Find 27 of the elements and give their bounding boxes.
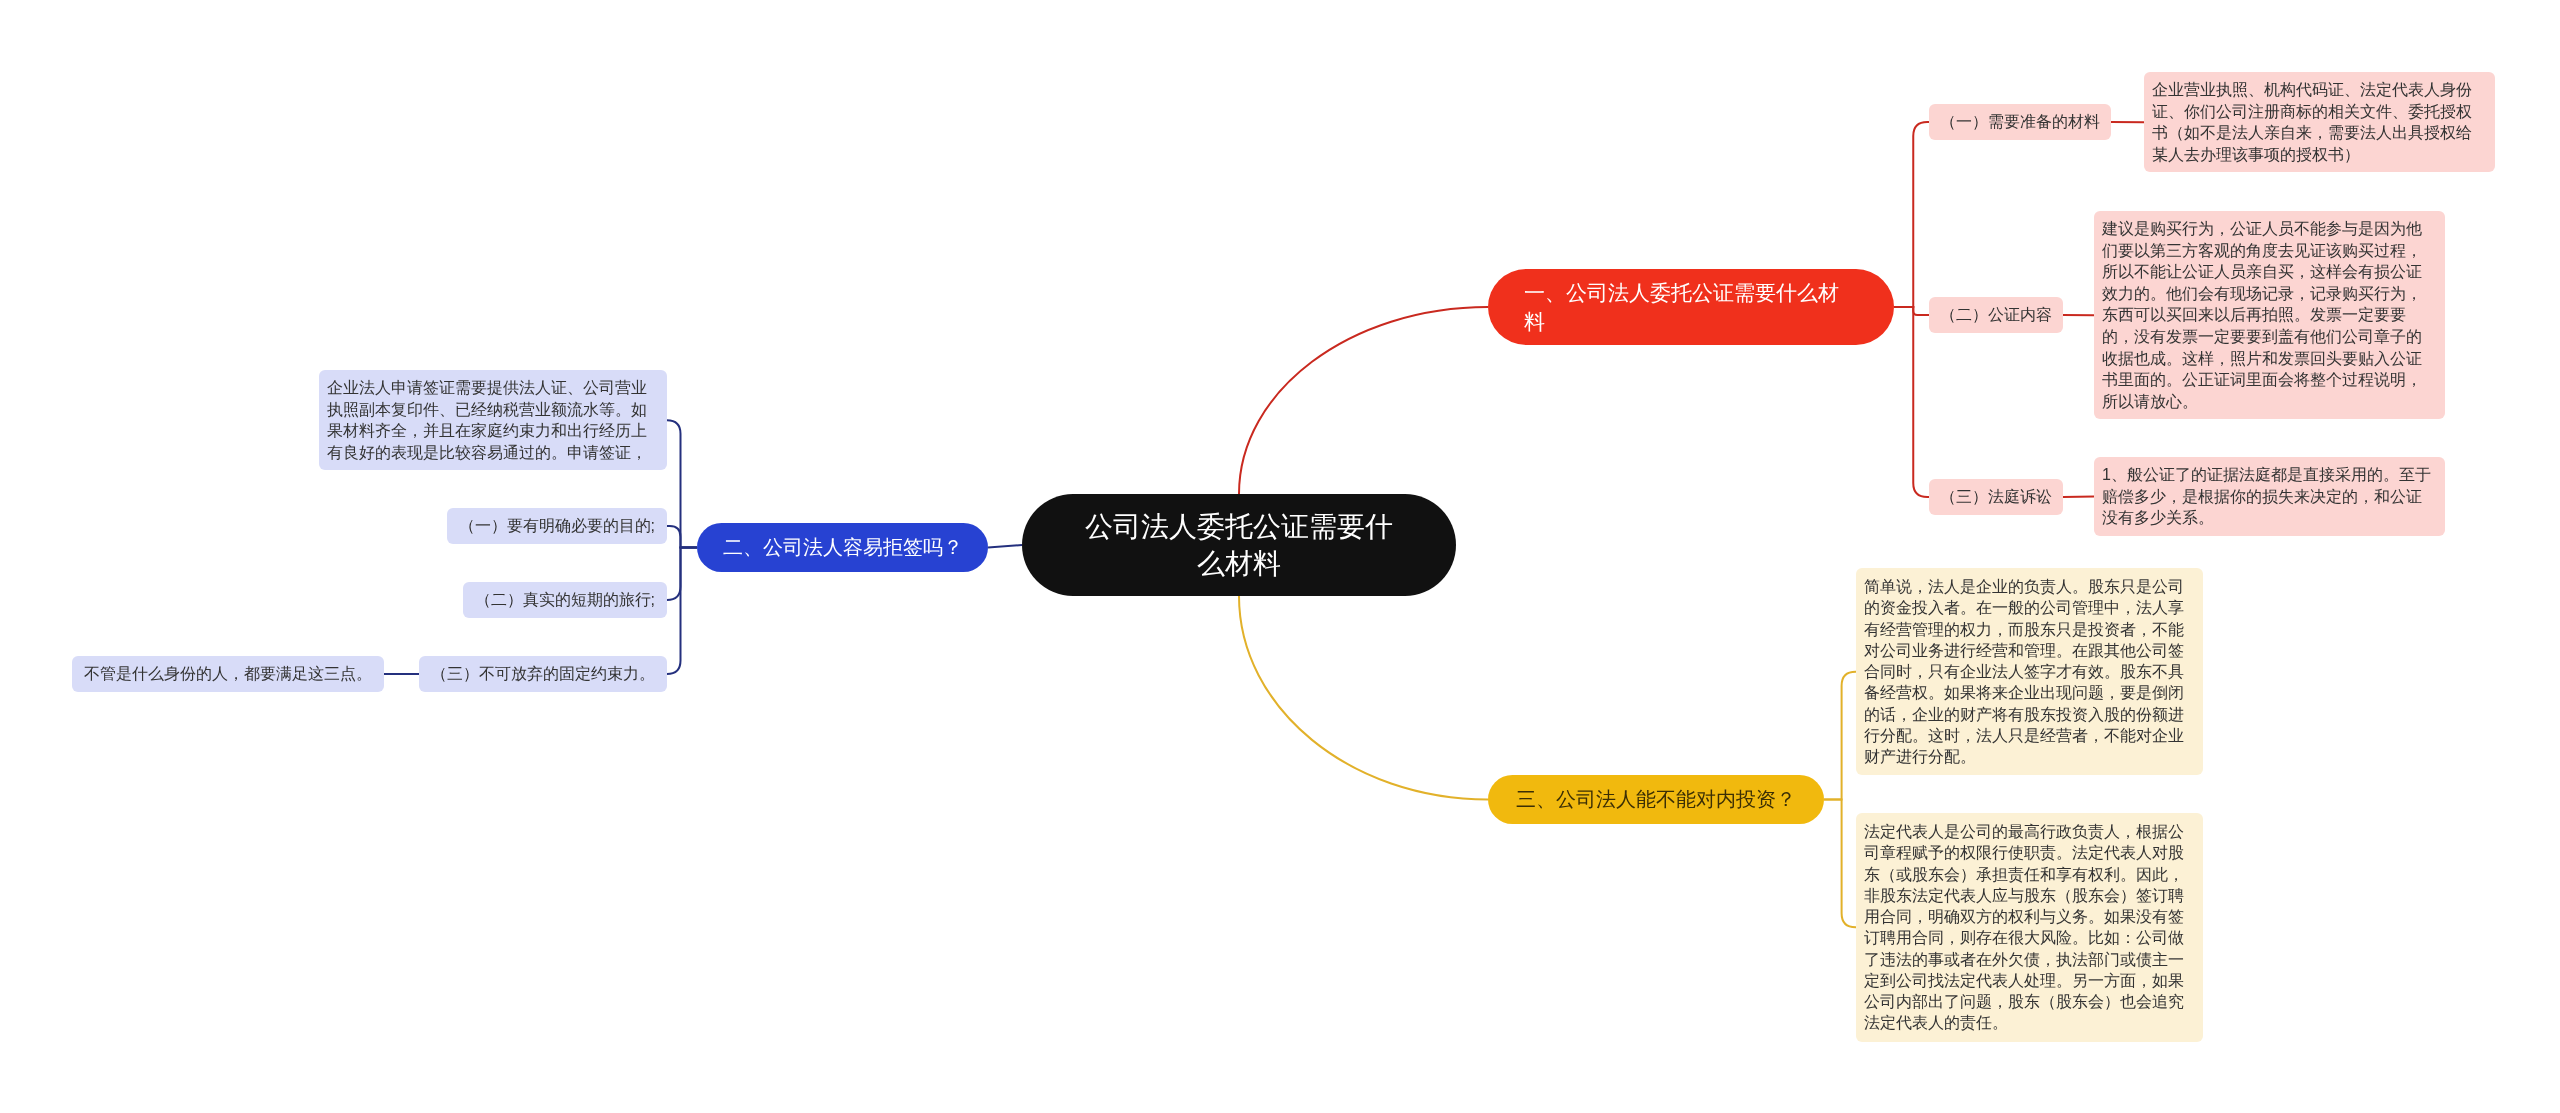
central-topic: 公司法人委托公证需要什么材料 bbox=[1022, 494, 1456, 596]
subtopic: （三）不可放弃的固定约束力。 bbox=[419, 656, 667, 692]
connector-line bbox=[1238, 595, 1489, 801]
subtopic: （二）公证内容 bbox=[1929, 297, 2063, 333]
connector-line bbox=[1238, 306, 1489, 495]
connector-line bbox=[2062, 314, 2095, 317]
connector-line bbox=[383, 673, 420, 675]
connector-line bbox=[2110, 121, 2145, 124]
subtopic: 不管是什么身份的人，都要满足这三点。 bbox=[72, 656, 384, 692]
subtopic: （一）需要准备的材料 bbox=[1929, 104, 2111, 140]
subtopic: （一）要有明确必要的目的; bbox=[446, 508, 667, 544]
note-card: 法定代表人是公司的最高行政负责人，根据公司章程赋予的权限行使职责。法定代表人对股东（或股东会）承担责任和享有权利。因此，非股东法定代表人应与股东（股东会）签订聘用合同，明确双方的权利与义务。如果没有签订聘用合同，则存在很大风险。比如：公司做了违法的事或者在外欠债，执法部门或债主一定到公司找法定代表人处理。另一方面，如果公司内部出了问题，股东（股东会）也会追究法定代表人的责任。 bbox=[1856, 813, 2203, 1042]
connector-line bbox=[2062, 495, 2095, 498]
subtopic: （二）真实的短期的旅行; bbox=[462, 582, 667, 618]
connector-line bbox=[987, 544, 1023, 549]
main-topic: 一、公司法人委托公证需要什么材料 bbox=[1488, 269, 1894, 345]
connector-line bbox=[1893, 306, 1930, 498]
note-card: 1、般公证了的证据法庭都是直接采用的。至于赔偿多少，是根据你的损失来决定的，和公证没有多少关系。 bbox=[2094, 457, 2445, 536]
main-topic: 二、公司法人容易拒签吗？ bbox=[697, 523, 988, 572]
connector-line bbox=[666, 546, 698, 675]
note-card: 建议是购买行为，公证人员不能参与是因为他们要以第三方客观的角度去见证该购买过程，所以不能让公证人员亲自买，这样会有损公证效力的。他们会有现场记录，记录购买行为，东西可以买回来以后再拍照。发票一定要要的，没有发票一定要要到盖有他们公司章子的收据也成。这样，照片和发票回头要贴入公证书里面的。公正证词里面会将整个过程说明，所以请放心。 bbox=[2094, 211, 2445, 420]
connector-line bbox=[1823, 798, 1857, 929]
subtopic: （三）法庭诉讼 bbox=[1929, 479, 2063, 515]
note-card: 企业营业执照、机构代码证、法定代表人身份证、你们公司注册商标的相关文件、委托授权书（如不是法人亲自来，需要法人出具授权给某人去办理该事项的授权书） bbox=[2144, 72, 2495, 173]
note-card: 简单说，法人是企业的负责人。股东只是公司的资金投入者。在一般的公司管理中，法人享有经营管理的权力，而股东只是投资者，不能对公司业务进行经营和管理。在跟其他公司签合同时，只有企业法人签字才有效。股东不具备经营权。如果将来企业出现问题，要是倒闭的话，企业的财产将有股东投资入股的份额进行分配。这时，法人只是经营者，不能对企业财产进行分配。 bbox=[1856, 568, 2203, 776]
note-card: 企业法人申请签证需要提供法人证、公司营业执照副本复印件、已经纳税营业额流水等。如果材料齐全，并且在家庭约束力和出行经历上有良好的表现是比较容易通过的。申请签证， bbox=[319, 370, 667, 471]
main-topic: 三、公司法人能不能对内投资？ bbox=[1488, 775, 1824, 824]
